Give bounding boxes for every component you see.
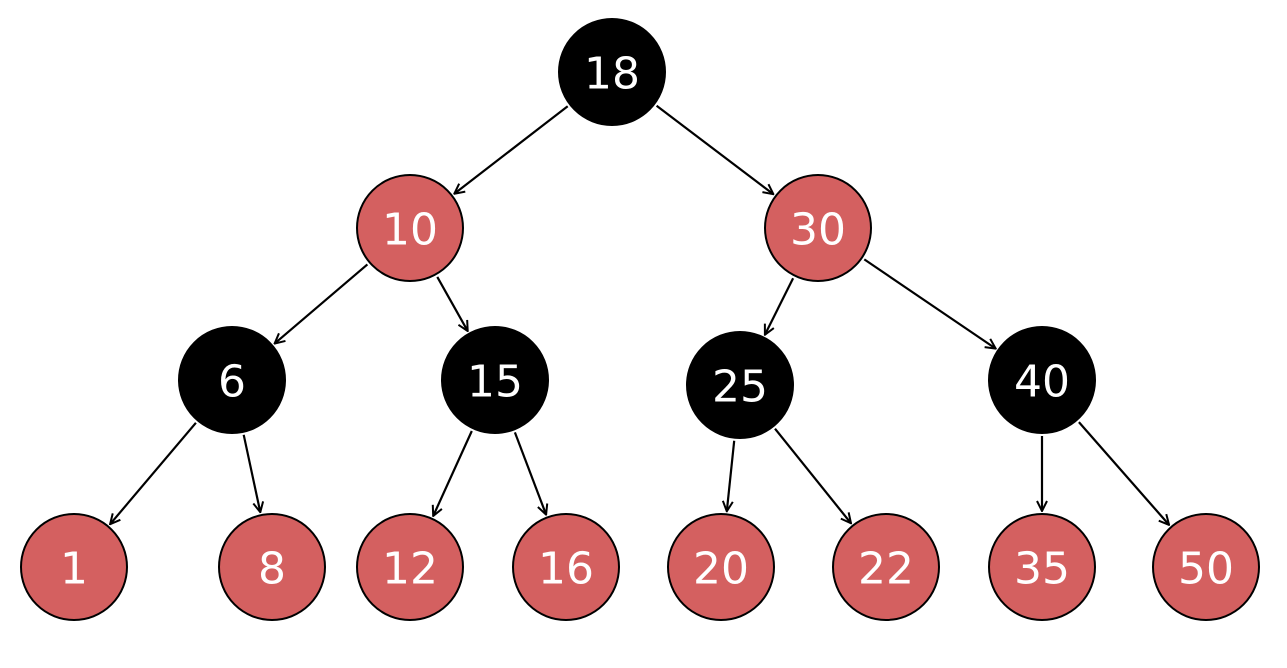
node-label: 18 xyxy=(584,49,640,100)
node-circle-red xyxy=(218,513,326,621)
tree-node-30: 30 xyxy=(764,174,872,282)
node-label: 30 xyxy=(790,205,846,256)
node-label: 50 xyxy=(1178,544,1234,595)
node-label: 10 xyxy=(382,205,438,256)
node-circle-red xyxy=(356,174,464,282)
node-label: 6 xyxy=(218,357,246,408)
edge-n30-n40 xyxy=(863,258,995,348)
tree-node-6: 6 xyxy=(178,326,286,434)
node-label: 15 xyxy=(467,357,523,408)
node-label: 12 xyxy=(382,544,438,595)
tree-node-40: 40 xyxy=(988,326,1096,434)
edge-n25-n20 xyxy=(727,440,736,512)
edge-n10-n15 xyxy=(436,276,467,331)
edge-n15-n16 xyxy=(513,432,546,514)
edge-n40-n50 xyxy=(1078,421,1169,525)
node-circle-black xyxy=(178,326,286,434)
tree-node-35: 35 xyxy=(988,513,1096,621)
edge-n30-n25 xyxy=(765,277,795,335)
tree-node-8: 8 xyxy=(218,513,326,621)
node-circle-black xyxy=(686,331,794,439)
node-label: 8 xyxy=(258,544,286,595)
node-circle-red xyxy=(1152,513,1260,621)
node-circle-red xyxy=(512,513,620,621)
node-label: 16 xyxy=(538,544,594,595)
tree-node-1: 1 xyxy=(20,513,128,621)
tree-node-22: 22 xyxy=(832,513,940,621)
tree-node-18: 18 xyxy=(558,18,666,126)
tree-node-10: 10 xyxy=(356,174,464,282)
node-label: 1 xyxy=(60,544,88,595)
node-label: 25 xyxy=(712,362,768,413)
edge-n18-n30 xyxy=(655,104,774,194)
node-label: 35 xyxy=(1014,544,1070,595)
node-circle-red xyxy=(667,513,775,621)
node-circle-red xyxy=(764,174,872,282)
node-circle-red xyxy=(356,513,464,621)
tree-node-16: 16 xyxy=(512,513,620,621)
tree-node-20: 20 xyxy=(667,513,775,621)
node-label: 40 xyxy=(1014,357,1070,408)
tree-node-12: 12 xyxy=(356,513,464,621)
tree-node-15: 15 xyxy=(441,326,549,434)
node-circle-black xyxy=(441,326,549,434)
node-circle-red xyxy=(988,513,1096,621)
edge-n10-n6 xyxy=(275,263,369,343)
edges xyxy=(110,104,1169,525)
node-circle-black xyxy=(988,326,1096,434)
edge-n25-n22 xyxy=(774,428,851,524)
edge-n18-n10 xyxy=(454,105,569,194)
tree-node-25: 25 xyxy=(686,331,794,439)
edge-n6-n1 xyxy=(110,422,197,524)
node-circle-red xyxy=(20,513,128,621)
node-circle-black xyxy=(558,18,666,126)
node-circle-red xyxy=(832,513,940,621)
edge-n6-n8 xyxy=(242,434,261,512)
node-label: 22 xyxy=(858,544,914,595)
node-label: 20 xyxy=(693,544,749,595)
tree-node-50: 50 xyxy=(1152,513,1260,621)
edge-n15-n12 xyxy=(433,430,473,516)
